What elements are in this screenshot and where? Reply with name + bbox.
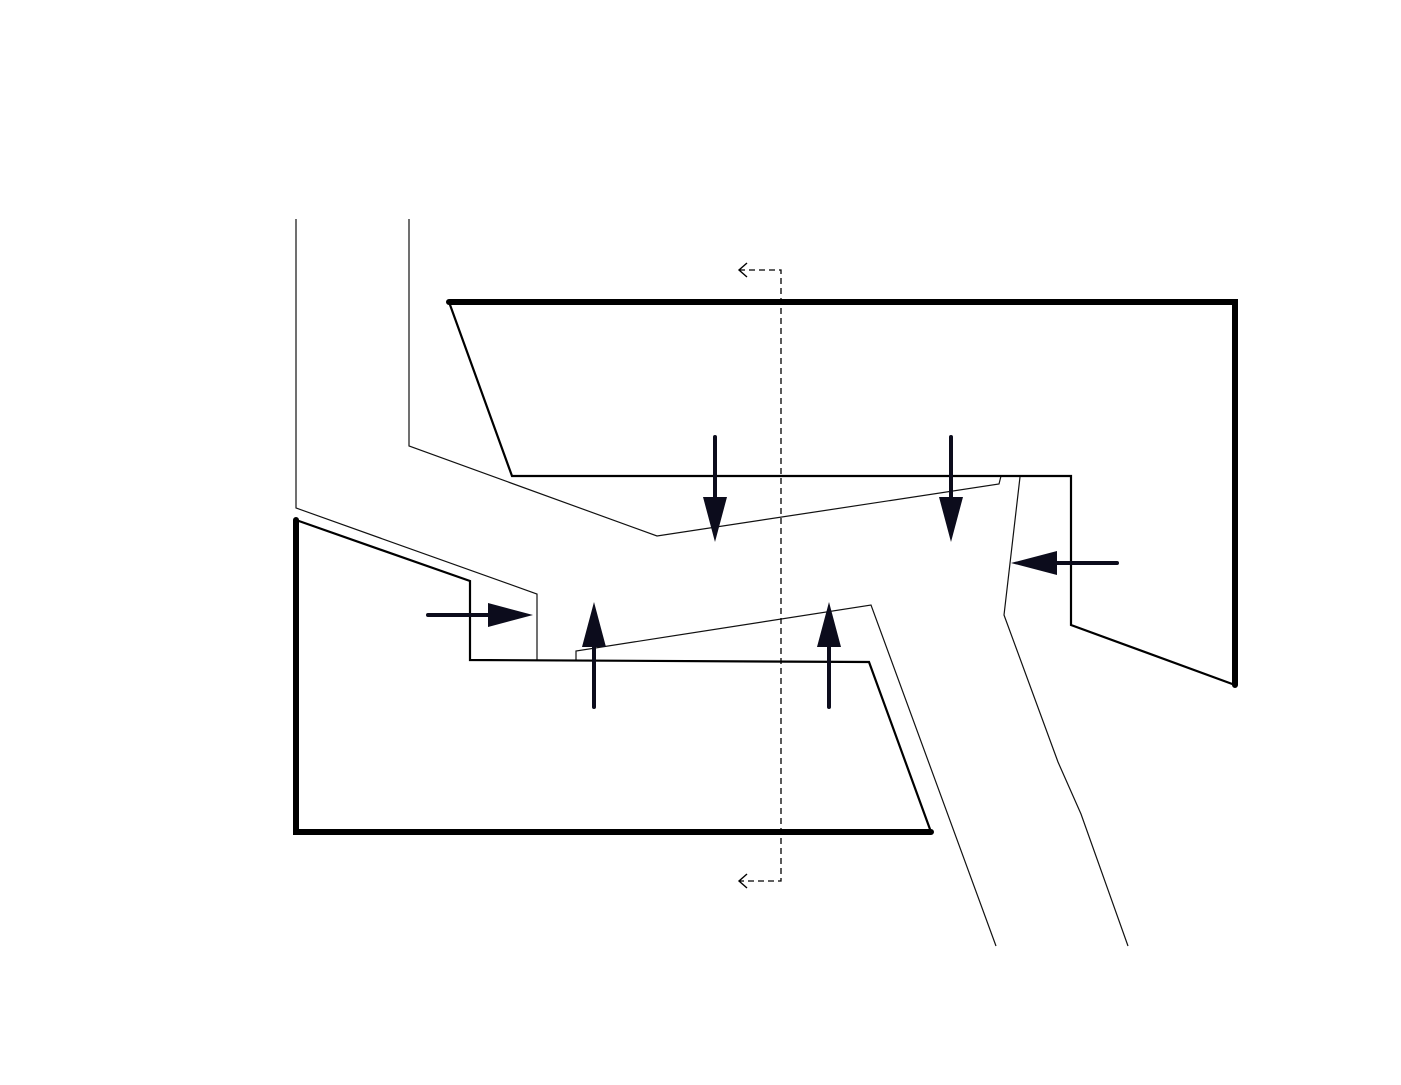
force-arrows bbox=[426, 435, 1119, 709]
arrow-up-right bbox=[817, 602, 841, 709]
section-line bbox=[739, 269, 782, 882]
arrow-right bbox=[426, 603, 533, 627]
section-arrow-bottom bbox=[737, 873, 748, 889]
right-ramp-line bbox=[1003, 476, 1129, 947]
arrow-left bbox=[1011, 551, 1119, 575]
arrow-up-left bbox=[582, 602, 606, 709]
section-arrow-top bbox=[737, 262, 748, 278]
upper-building bbox=[446, 299, 1238, 688]
upper-building-outline bbox=[447, 301, 1236, 687]
site-context-lines bbox=[295, 219, 1129, 947]
arrow-down-left bbox=[703, 435, 727, 542]
lower-building bbox=[293, 517, 934, 835]
upper-building-roof-edge bbox=[446, 299, 1238, 688]
arrow-down-right bbox=[939, 435, 963, 542]
lower-building-outer-edge bbox=[293, 517, 934, 835]
lower-ramp-line bbox=[575, 604, 997, 947]
section-cut-line bbox=[737, 262, 782, 889]
lower-building-outline bbox=[295, 518, 933, 833]
left-outer-path-line bbox=[295, 219, 538, 660]
left-inner-path-line bbox=[408, 219, 1002, 537]
